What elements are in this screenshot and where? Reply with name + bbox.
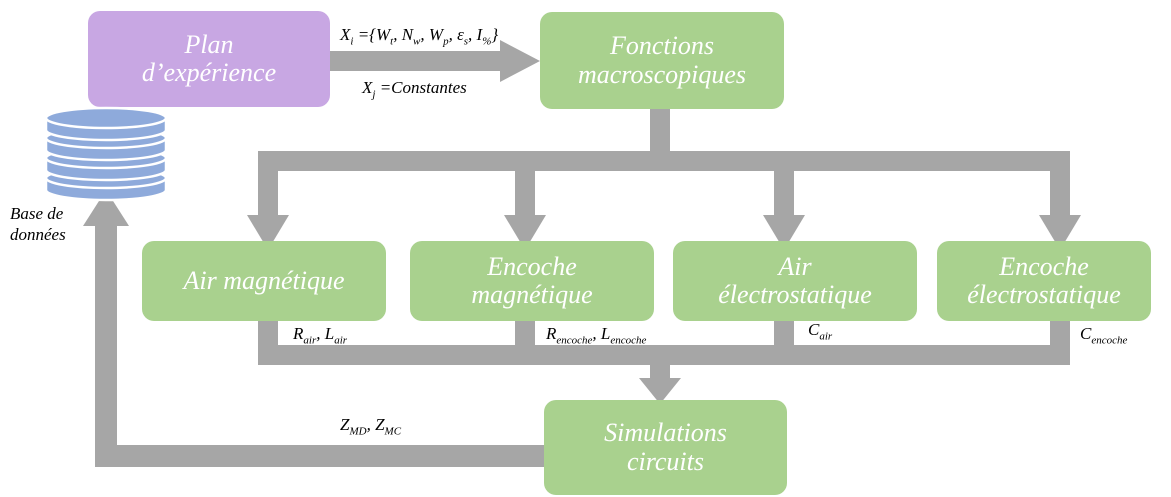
arrowhead-enc-mag: [504, 215, 546, 250]
collector-bar: [258, 345, 1070, 365]
simulations-circuits-box: Simulations circuits: [544, 400, 787, 495]
fonctions-line2: macroscopiques: [577, 59, 746, 89]
c-air-sub: air: [819, 330, 833, 343]
return-bottom: [95, 445, 567, 467]
air-mag-line1: Air magnétique: [183, 265, 345, 295]
r-enc-l: , L: [592, 324, 611, 343]
arrow-plan-to-fonctions: [318, 51, 502, 71]
sim-line2: circuits: [626, 446, 704, 476]
label-c-air: Cair: [808, 320, 832, 342]
z-md: Z: [340, 415, 350, 434]
drop-air-mag: [258, 161, 278, 217]
r-air-l: , L: [316, 324, 335, 343]
r-enc-r-sub: encoche: [556, 334, 593, 347]
encoche-electrostatique-box: Encoche électrostatique: [937, 241, 1151, 321]
connector-fonctions-down: [650, 108, 670, 158]
drop-air-elec: [774, 161, 794, 217]
arrowhead-enc-elec: [1039, 215, 1081, 250]
air-elec-line2: électrostatique: [718, 280, 872, 309]
enc-elec-line1: Encoche: [999, 251, 1089, 281]
xi-nw-sub: w: [413, 35, 421, 48]
arrowhead-sim: [639, 378, 681, 404]
label-c-encoche: Cencoche: [1080, 324, 1127, 346]
drop-enc-mag: [515, 161, 535, 217]
xi-wt-sub: t: [390, 35, 394, 48]
z-md-sub: MD: [349, 425, 367, 438]
c-enc-c: C: [1080, 324, 1092, 343]
label-r-air: Rair, Lair: [293, 324, 347, 346]
r-air-r-sub: air: [303, 334, 317, 347]
xi-end: }: [491, 25, 499, 44]
xj-sub: j: [372, 88, 376, 101]
z-mc-sub: MC: [384, 425, 402, 438]
xi-nw: , N: [393, 25, 414, 44]
database-label: Base de données: [10, 203, 66, 246]
xj-base: X: [362, 78, 373, 97]
database-line2: données: [10, 225, 66, 245]
c-enc-sub: encoche: [1091, 334, 1128, 347]
label-xj: Xj =Constantes: [362, 78, 467, 100]
xi-wp-sub: p: [443, 35, 449, 48]
xi-text: ={W: [353, 25, 391, 44]
enc-elec-line2: électrostatique: [967, 280, 1121, 309]
encoche-magnetique-box: Encoche magnétique: [410, 241, 654, 321]
xi-base: X: [340, 25, 351, 44]
xj-text: =Constantes: [375, 78, 467, 97]
r-air-l-sub: air: [334, 334, 348, 347]
air-elec-line1: Air: [778, 251, 812, 281]
xi-i: , I: [468, 25, 483, 44]
r-enc-r: R: [546, 324, 557, 343]
arrowhead-air-mag: [247, 215, 289, 250]
label-z: ZMD, ZMC: [340, 415, 401, 437]
z-mc: , Z: [366, 415, 385, 434]
plan-line1: Plan: [184, 29, 234, 59]
air-electrostatique-box: Air électrostatique: [673, 241, 917, 321]
plan-line2: d’expérience: [141, 58, 277, 87]
air-magnetique-box: Air magnétique: [142, 241, 386, 321]
enc-mag-line2: magnétique: [471, 280, 593, 309]
return-vertical: [95, 222, 117, 467]
label-xi: Xi ={Wt, Nw, Wp, εs, I%}: [340, 25, 498, 47]
fonctions-macroscopiques-box: Fonctions macroscopiques: [540, 12, 784, 109]
arrowhead-fonctions: [500, 40, 540, 82]
database-line1: Base de: [10, 204, 64, 223]
drop-enc-elec: [1050, 161, 1070, 217]
connector-to-sim: [650, 360, 670, 380]
c-air-c: C: [808, 320, 820, 339]
arrowhead-air-elec: [763, 215, 805, 250]
xi-i-sub: %: [482, 35, 492, 48]
r-air-r: R: [293, 324, 304, 343]
xi-eps: , ε: [448, 25, 464, 44]
database-icon: [44, 106, 168, 202]
arrowhead-database: [83, 190, 129, 226]
splitter-bar: [258, 151, 1070, 171]
xi-eps-sub: s: [463, 35, 469, 48]
r-enc-l-sub: encoche: [610, 334, 647, 347]
sim-line1: Simulations: [604, 418, 727, 448]
fonctions-line1: Fonctions: [609, 31, 714, 61]
enc-mag-line1: Encoche: [487, 251, 577, 281]
xi-sub: i: [350, 35, 354, 48]
xi-wp: , W: [420, 25, 444, 44]
label-r-encoche: Rencoche, Lencoche: [546, 324, 646, 346]
plan-experience-box: Plan d’expérience: [88, 11, 330, 107]
